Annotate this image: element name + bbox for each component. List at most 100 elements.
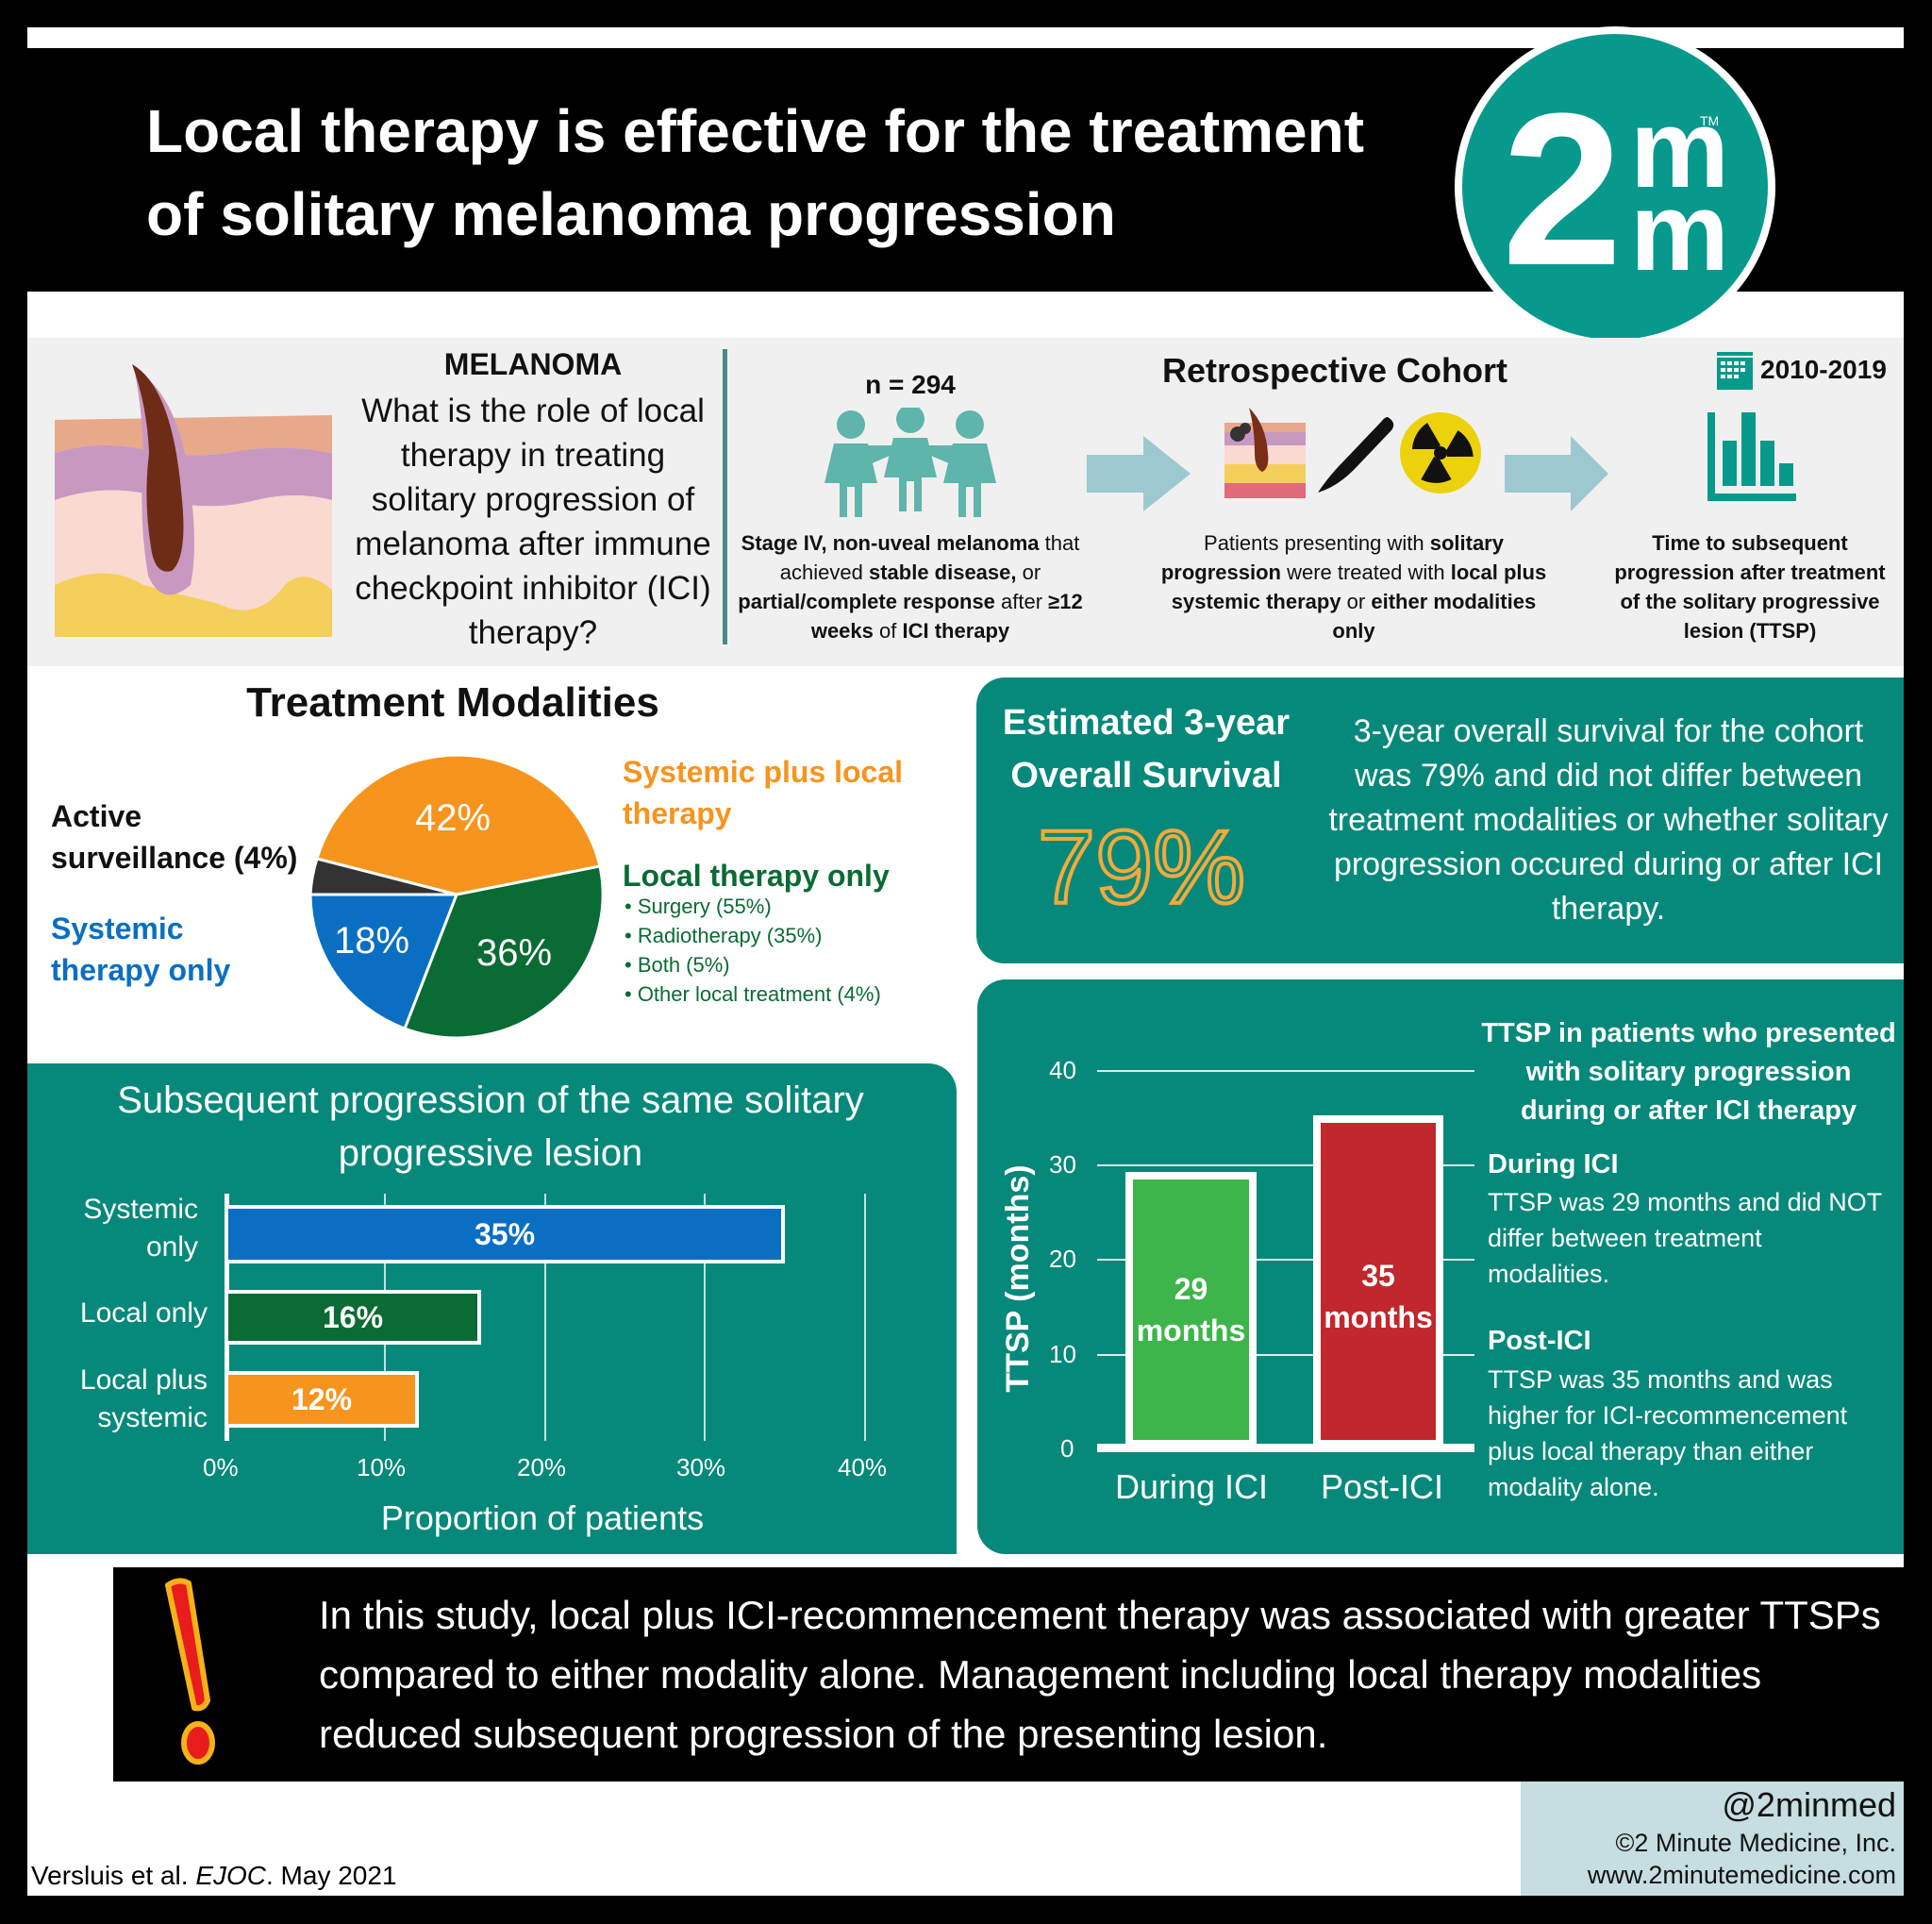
people-group-icon [824,408,996,517]
desc-part: Stage IV, non-uveal melanoma [741,531,1040,555]
survival-description: 3-year overall survival for the cohort w… [1328,713,1889,927]
category-label: Local only [79,1297,208,1329]
gridline-20 [1097,1259,1474,1261]
label-local-only: Local therapy only [623,859,890,893]
citation: Versluis et al. EJOC. May 2021 [31,1861,397,1891]
desc-part: ≥12 weeks [810,590,1083,643]
logo-m-bottom: m [1630,170,1729,294]
local-breakdown-list: • Surgery (55%) • Radiotherapy (35%) • B… [625,892,964,1009]
bar-value: 35 [1361,1259,1395,1293]
bar-value: 29 [1174,1272,1208,1306]
desc-part: stable disease, [868,560,1017,584]
bar-systemic-only: 35% [225,1205,785,1263]
desc-part: either modalities only [1332,590,1537,643]
study-period: 2010-2019 [1760,355,1887,384]
treatment-pie-chart [308,753,605,1040]
citation-journal: EJOC [195,1861,266,1890]
x-axis-label: Proportion of patients [380,1498,705,1537]
radiation-icon [1400,412,1481,494]
cohort-description: Patients presenting with solitary progre… [1156,528,1552,645]
bar-unit: months [1324,1300,1433,1334]
list-item: • Both (5%) [625,953,730,977]
x-tick: 20% [517,1453,567,1481]
conclusion-panel [113,1567,1904,1782]
slice-label-18: 18% [334,920,410,962]
citation-authors: Versluis et al. [31,1861,196,1890]
desc-part: or [1016,560,1041,584]
brand-footer: @2minmed ©2 Minute Medicine, Inc. www.2m… [1521,1782,1904,1896]
gridline-40 [1097,1070,1474,1072]
y-tick: 0 [1060,1434,1074,1463]
desc-part: local plus systemic therapy [1171,560,1547,613]
category-label: Local plus systemic [79,1364,208,1433]
label-active-surveillance: Active surveillance (4%) [51,799,298,875]
desc-part: of [873,619,903,643]
gridline-40 [864,1194,866,1441]
population-description: Stage IV, non-uveal melanoma that achiev… [726,528,1094,645]
x-tick: 0% [203,1453,239,1481]
survival-value: 79% [1036,810,1247,927]
survival-heading: Estimated 3-year Overall Survival [986,696,1307,802]
title-line-1: Local therapy is effective for the treat… [146,97,1365,165]
bar-post-ici: 35 months [1313,1115,1443,1447]
during-ici-heading: During ICI [1488,1149,1619,1179]
list-item: • Other local treatment (4%) [625,982,881,1006]
bar-value: 16 [322,1299,357,1334]
survival-heading-line2: Overall Survival [1010,756,1282,795]
y-axis-label: TTSP (months) [1000,1164,1038,1392]
bar-chart-icon [1707,412,1796,501]
y-tick: 20 [1049,1245,1076,1273]
y-tick: 10 [1049,1340,1076,1368]
slice-label-42: 42% [415,797,491,839]
x-tick: 10% [357,1453,407,1481]
treatment-modalities-title: Treatment Modalities [246,679,659,726]
post-ici-text: TTSP was 35 months and was higher for IC… [1488,1365,1848,1501]
arrow-right-icon [1087,436,1191,511]
survival-panel [976,678,1904,963]
question-text: What is the role of local therapy in tre… [355,393,711,651]
page-title: Local therapy is effective for the treat… [146,90,1467,256]
melanoma-skin-illustration-icon [55,364,332,637]
exclamation-icon [165,1578,215,1765]
x-tick: 30% [676,1453,726,1481]
trademark-mark: TM [1700,113,1720,128]
gridline-30 [704,1194,706,1441]
desc-part: Patients presenting with [1204,531,1430,555]
bar-local-plus-systemic: 12% [225,1371,419,1428]
desc-part: solitary progression [1160,531,1504,584]
x-axis-line [1097,1444,1474,1452]
logo-circle: 2 m m TM [1462,34,1768,340]
twitter-handle[interactable]: @2minmed [1722,1785,1896,1824]
bar-value: 35 [474,1216,508,1251]
progression-chart-panel [27,1063,957,1554]
list-item: • Radiotherapy (35%) [625,924,823,947]
slice-label-36: 36% [476,932,553,974]
section-divider [723,349,727,644]
gridline-30 [1097,1164,1474,1166]
logo-numeral: 2 [1502,68,1623,310]
skin-lesion-icon [1224,408,1306,498]
website-link[interactable]: www.2minutemedicine.com [1587,1861,1896,1889]
gridline-20 [544,1194,546,1441]
copyright: ©2 Minute Medicine, Inc. [1615,1829,1896,1857]
sample-size: n = 294 [865,370,956,399]
desc-part: after [994,590,1049,613]
logo-m-top: m [1630,87,1729,211]
bar-local-only: 16% [225,1290,481,1345]
desc-part: ICI therapy [902,619,1010,643]
category-label: Systemic only [83,1194,198,1263]
label-systemic-only: Systemic therapy only [51,912,231,987]
calendar-icon [1717,352,1753,390]
survival-heading-line1: Estimated 3-year [1002,703,1291,743]
cohort-heading: Retrospective Cohort [1161,351,1508,390]
gridline-10 [1097,1354,1474,1356]
outcome-description: Time to subsequent progression after tre… [1614,531,1886,643]
during-ici-text: TTSP was 29 months and did NOT differ be… [1488,1188,1882,1288]
bar-value: 12 [291,1381,325,1416]
desc-part: partial/complete response [738,590,995,613]
desc-part: that achieved [779,531,1080,584]
title-line-2: of solitary melanoma progression [146,180,1116,248]
arrow-right-icon [1505,436,1608,511]
logo-2m[interactable]: 2 m m TM [1455,26,1775,347]
ttsp-side-title: TTSP in patients who presented with soli… [1481,1018,1896,1126]
